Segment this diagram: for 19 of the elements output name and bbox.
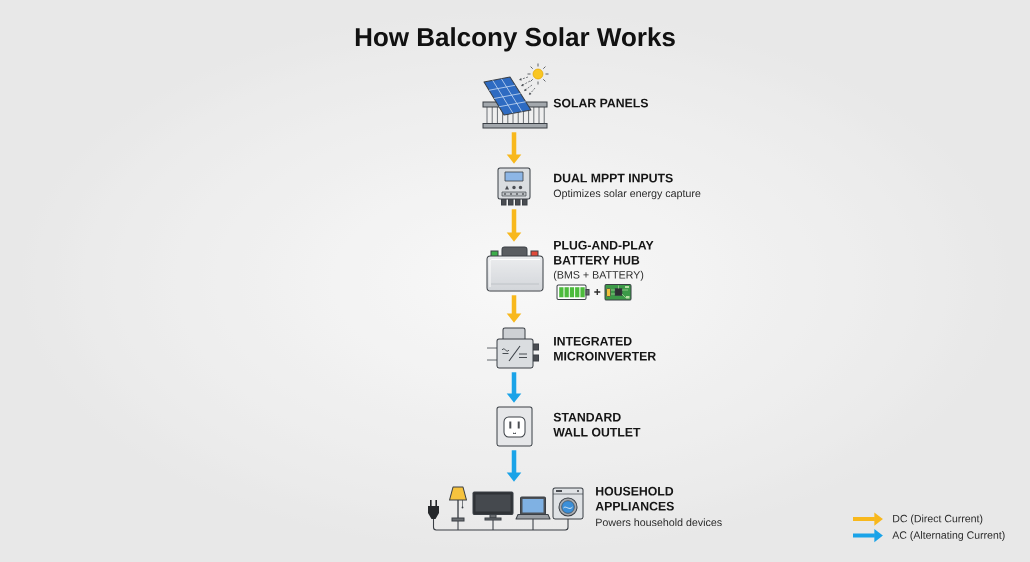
- solar-panel-icon: [482, 63, 549, 129]
- step-description: Powers household devices: [596, 518, 722, 527]
- step-title: STANDARD WALL OUTLET: [553, 412, 641, 437]
- step-title: DUAL MPPT INPUTS: [554, 173, 673, 183]
- title: How Balcony Solar Works: [355, 27, 675, 52]
- plus-sign: +: [594, 288, 601, 296]
- step-note: (BMS + BATTERY): [553, 270, 644, 281]
- appliances-icon: [428, 486, 584, 531]
- inverter-icon: [486, 327, 539, 369]
- charge-controller-icon: [497, 167, 531, 206]
- wall-outlet-icon: [496, 406, 533, 447]
- step-title: HOUSEHOLD APPLIANCES: [595, 486, 674, 511]
- step-title: PLUG-AND-PLAY BATTERY HUB: [554, 240, 654, 265]
- step-description: Optimizes solar energy capture: [553, 189, 701, 200]
- step-title: SOLAR PANELS: [553, 98, 648, 108]
- legend-text: DC (Direct Current): [893, 514, 983, 525]
- legend-text: AC (Alternating Current): [892, 531, 1005, 541]
- step-title: INTEGRATED MICROINVERTER: [554, 336, 656, 361]
- battery-box-icon: [486, 246, 544, 292]
